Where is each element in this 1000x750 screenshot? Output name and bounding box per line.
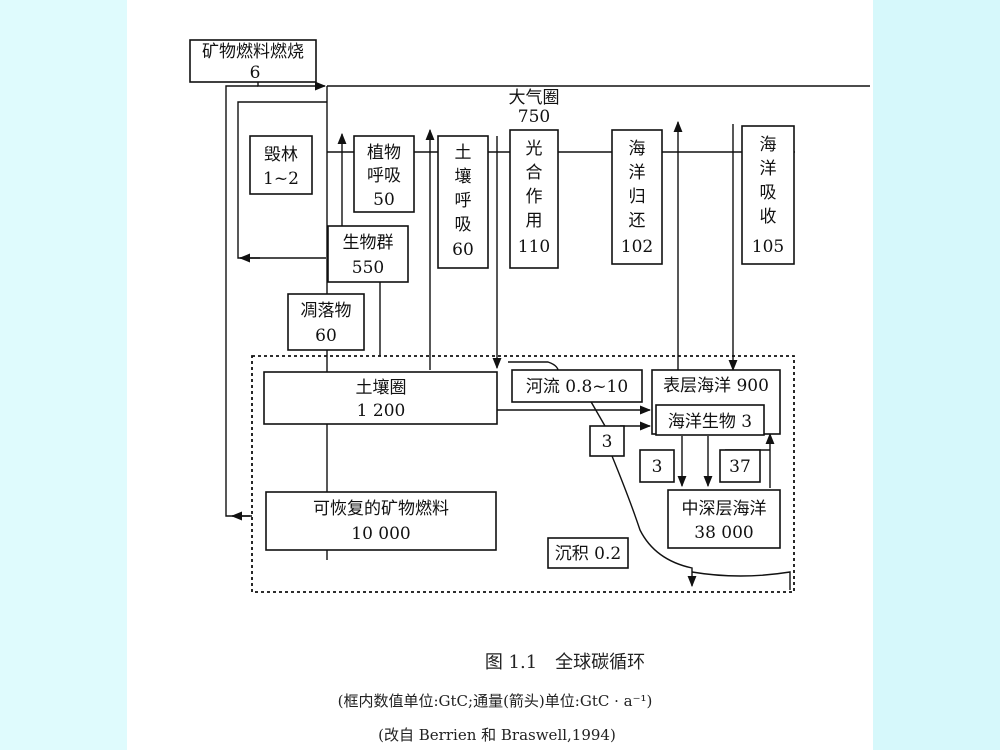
flux-a-link	[589, 399, 606, 427]
litter-box: 凋落物 60	[287, 293, 365, 351]
soil-resp-char-3: 呼	[455, 191, 472, 211]
biota-box: 生物群 550	[327, 225, 409, 283]
plant-resp-line2: 呼吸	[367, 166, 401, 186]
plant-resp-line1: 植物	[367, 143, 401, 163]
photosynthesis-box: 光 合 作 用 110	[509, 129, 559, 269]
photosynthesis-char-1: 光	[526, 139, 543, 159]
plant-resp-value: 50	[373, 190, 395, 210]
atmosphere-name: 大气圈	[509, 88, 560, 108]
flux-a-value: 3	[602, 432, 613, 452]
soil-sphere-value: 1 200	[357, 401, 406, 421]
ocean-return-box: 海 洋 归 还 102	[611, 129, 663, 265]
photosynthesis-char-2: 合	[526, 163, 543, 183]
soil-resp-box: 土 壤 呼 吸 60	[437, 135, 489, 269]
atmosphere-label: 大气圈 750	[509, 88, 560, 127]
deep-ocean-value: 38 000	[694, 523, 753, 543]
figure-title: 图 1.1 全球碳循环	[485, 652, 645, 673]
biota-value: 550	[352, 258, 384, 278]
soil-resp-char-2: 壤	[455, 166, 472, 187]
soil-sphere-name: 土壤圈	[356, 377, 407, 398]
ocean-return-char-4: 还	[629, 211, 646, 231]
ocean-return-value: 102	[621, 237, 653, 257]
figure-source: (改自 Berrien 和 Braswell,1994)	[378, 726, 616, 744]
deforest-value: 1~2	[263, 169, 299, 189]
litter-name: 凋落物	[301, 301, 352, 321]
soil-resp-char-1: 土	[455, 143, 472, 163]
deep-ocean-box: 中深层海洋 38 000	[667, 489, 781, 549]
fossil-reserve-name: 可恢复的矿物燃料	[313, 499, 449, 519]
atmosphere-value: 750	[518, 107, 550, 127]
deforest-box: 毁林 1~2	[249, 135, 313, 195]
flux-b-box: 3	[639, 449, 675, 483]
litter-value: 60	[315, 326, 337, 346]
fossil-burn-value: 6	[250, 63, 261, 83]
ocean-return-char-3: 归	[629, 187, 646, 207]
river-label: 河流 0.8~10	[526, 377, 628, 397]
marine-bio-box: 海洋生物 3	[655, 404, 765, 436]
ocean-absorb-box: 海 洋 吸 收 105	[741, 125, 795, 265]
fossil-burn-box: 矿物燃料燃烧 6	[189, 39, 317, 83]
sediment-curve	[611, 455, 697, 588]
sediment-label: 沉积 0.2	[555, 544, 621, 564]
photosynthesis-value: 110	[518, 237, 550, 257]
ocean-absorb-value: 105	[752, 237, 784, 257]
photosynthesis-char-4: 用	[526, 211, 543, 231]
right-background-stripe	[873, 0, 1000, 750]
biota-name: 生物群	[343, 233, 394, 253]
plant-resp-box: 植物 呼吸 50	[353, 135, 415, 213]
flux-a-box: 3	[589, 425, 625, 457]
sediment-box: 沉积 0.2	[547, 537, 629, 569]
ocean-return-char-1: 海	[629, 139, 646, 159]
surface-ocean-label: 表层海洋 900	[663, 376, 769, 396]
soil-sphere-box: 土壤圈 1 200	[263, 371, 498, 425]
fossil-burn-name: 矿物燃料燃烧	[202, 42, 304, 62]
ocean-absorb-char-2: 洋	[760, 159, 777, 179]
fossil-reserve-value: 10 000	[351, 524, 410, 544]
ocean-absorb-char-4: 收	[760, 207, 777, 227]
left-background-stripe	[0, 0, 127, 750]
photosynthesis-char-3: 作	[526, 187, 543, 207]
flux-c-box: 37	[719, 449, 761, 483]
deep-ocean-name: 中深层海洋	[682, 499, 767, 519]
river-box: 河流 0.8~10	[511, 369, 643, 403]
ocean-return-char-2: 洋	[629, 163, 646, 183]
ocean-absorb-char-3: 吸	[760, 183, 777, 203]
flux-c-value: 37	[729, 457, 751, 477]
earth-reservoir-frame	[251, 355, 795, 593]
deforest-loop-line	[237, 101, 327, 259]
soil-resp-value: 60	[452, 240, 474, 260]
deforest-name: 毁林	[264, 145, 298, 165]
soil-resp-char-4: 吸	[455, 215, 472, 235]
fossil-reserve-box: 可恢复的矿物燃料 10 000	[265, 491, 497, 551]
figure-note: (框内数值单位:GtC;通量(箭头)单位:GtC · a⁻¹)	[338, 692, 653, 710]
ocean-absorb-char-1: 海	[760, 135, 777, 155]
marine-bio-label: 海洋生物 3	[668, 412, 752, 432]
flux-b-value: 3	[652, 457, 663, 477]
sea-floor-curve	[691, 571, 791, 590]
